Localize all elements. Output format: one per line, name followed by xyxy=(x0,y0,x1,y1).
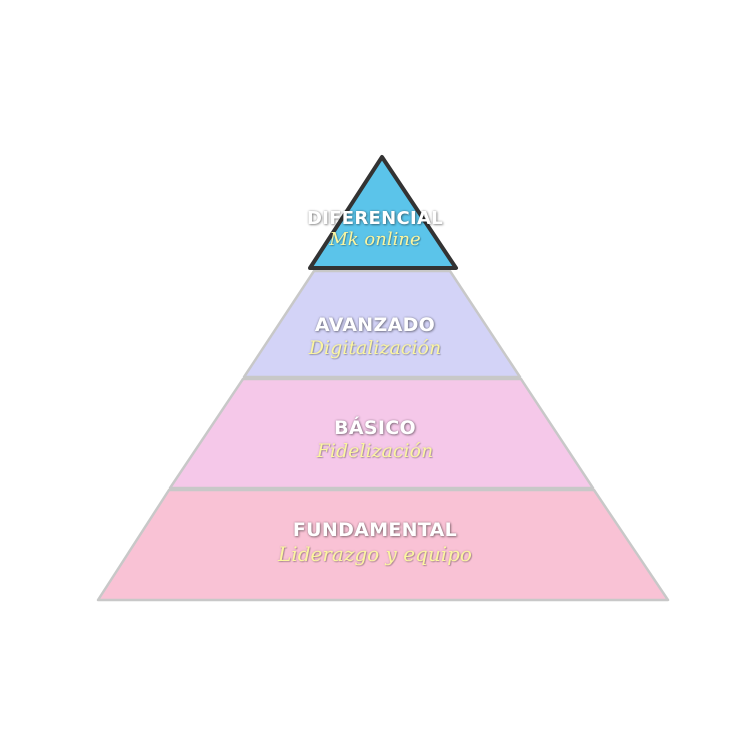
level-fundamental-band xyxy=(96,488,670,602)
level-avanzado-band xyxy=(242,269,522,379)
level-diferencial-apex xyxy=(308,155,458,270)
level-basico-band xyxy=(168,377,595,490)
